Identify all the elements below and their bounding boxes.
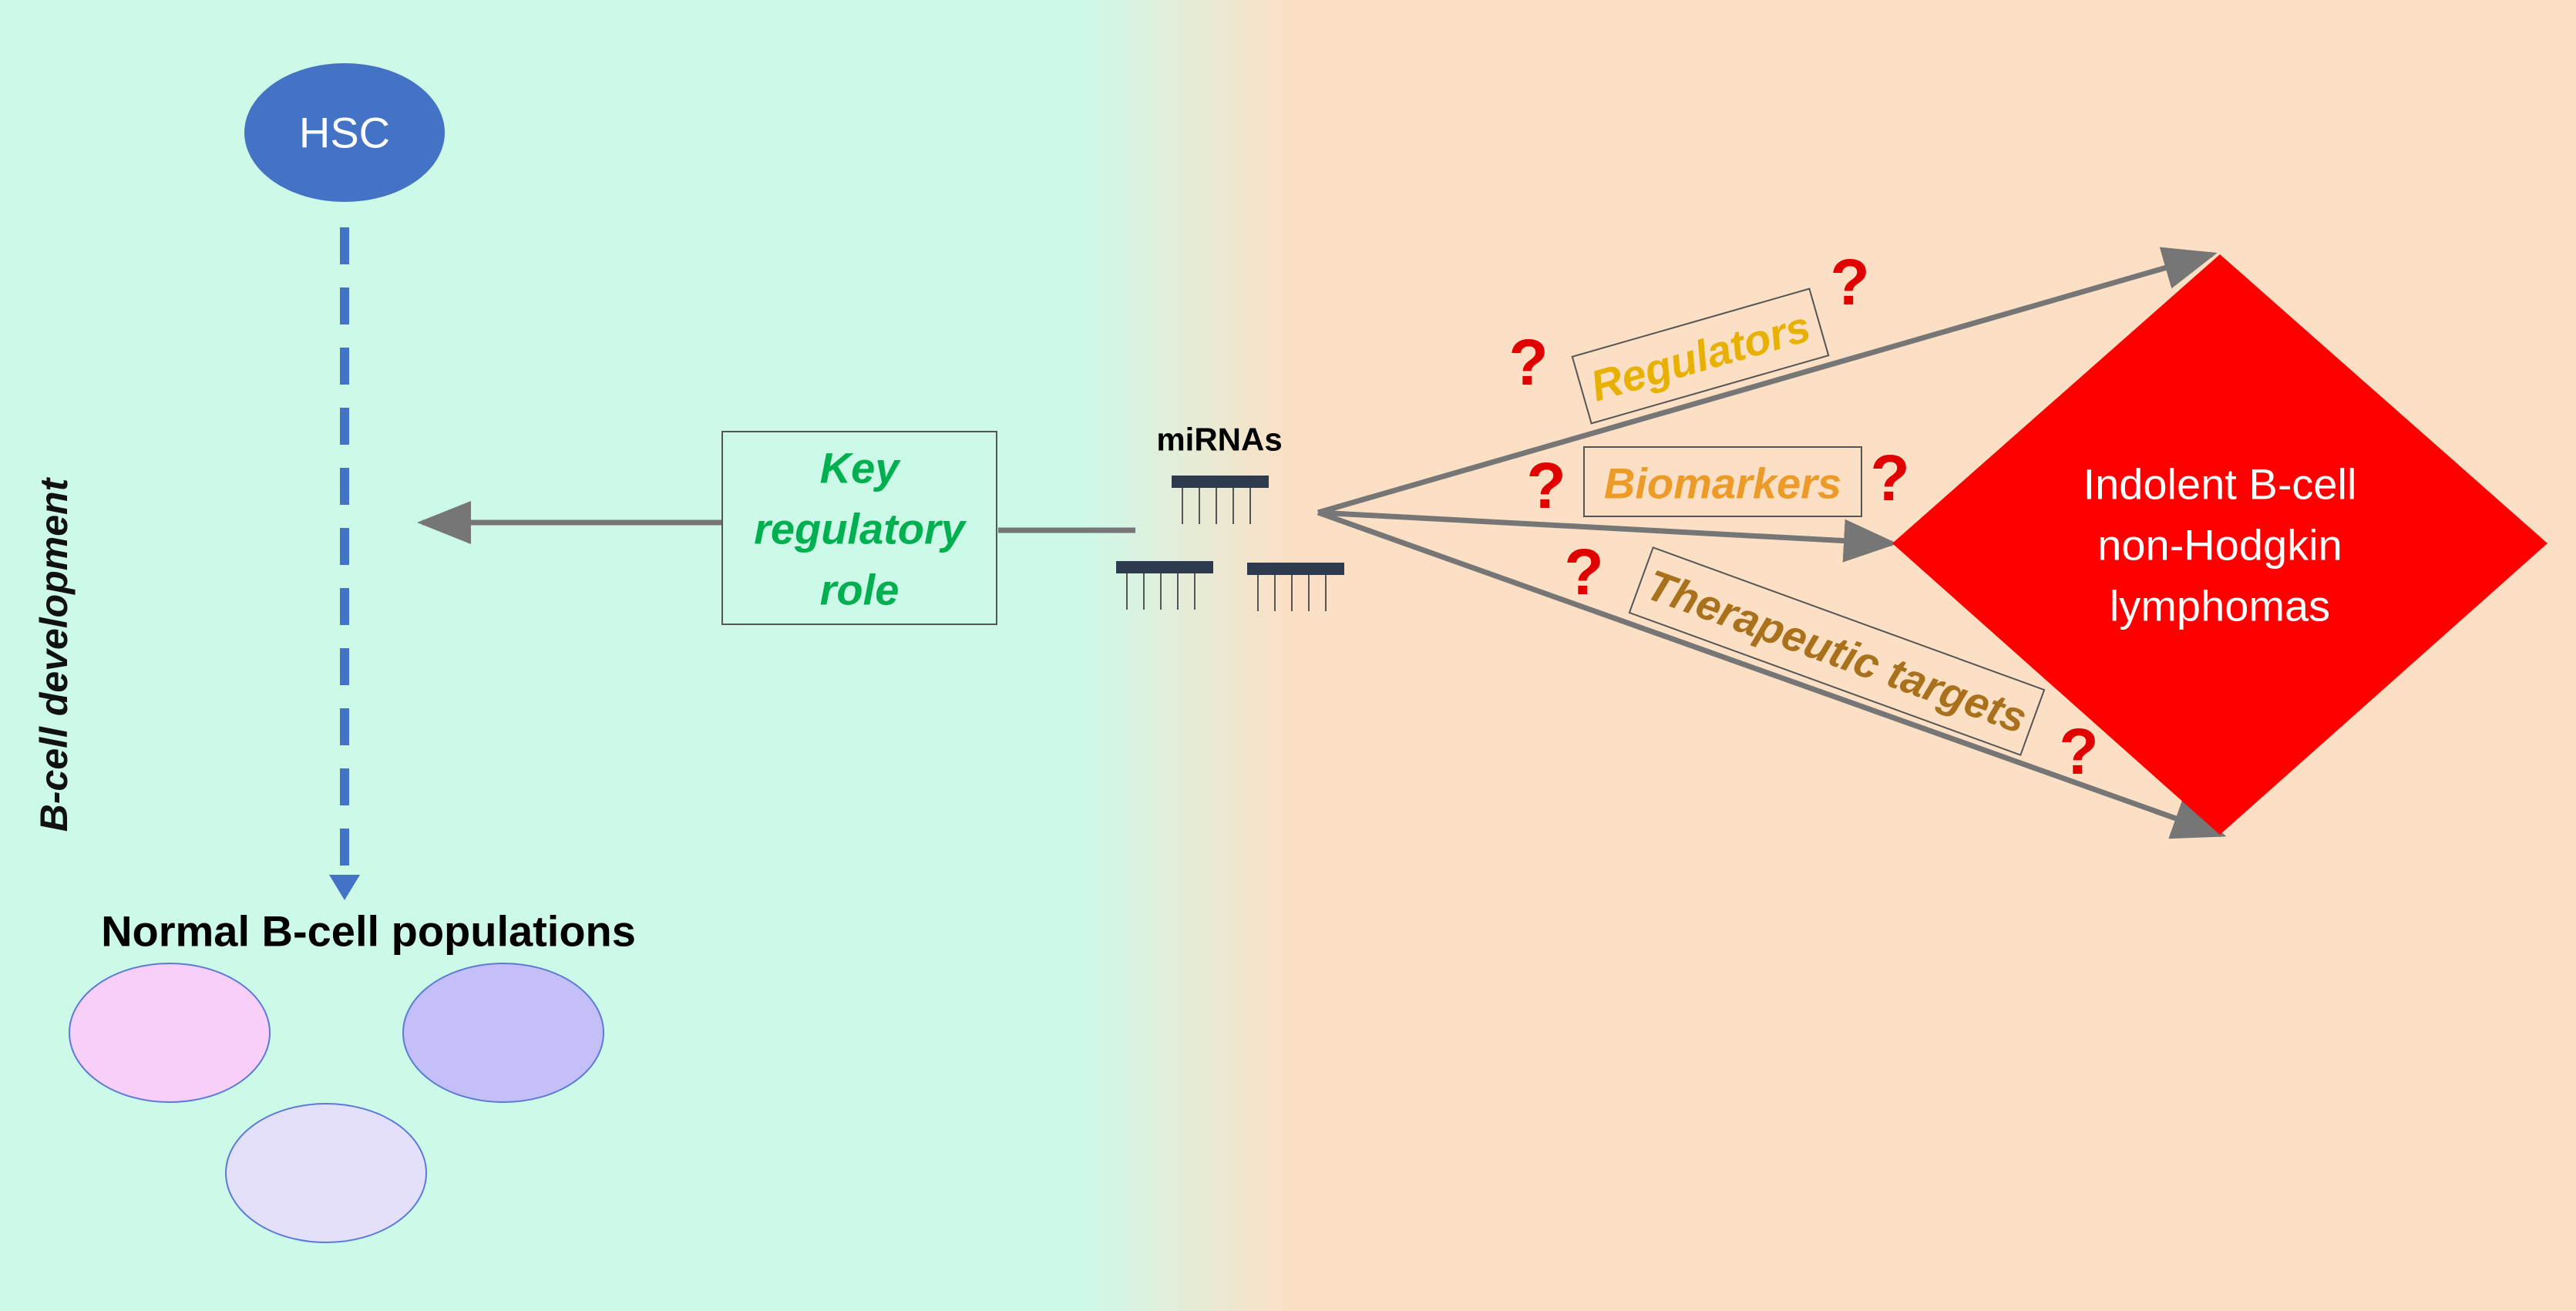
development-arrowhead xyxy=(329,875,360,900)
lymphoma-line-2: non-Hodgkin xyxy=(2097,521,2342,570)
mirna-icon-top xyxy=(1172,476,1269,524)
mirna-icon-left xyxy=(1116,561,1213,610)
b-cell-lavender xyxy=(225,1103,427,1243)
arrow-therapeutic xyxy=(1317,509,2227,839)
lymphoma-line-3: lymphomas xyxy=(2110,582,2330,630)
b-cell-purple xyxy=(402,963,604,1103)
key-role-line-3: role xyxy=(820,566,900,614)
question-mark-1: ? xyxy=(1508,326,1548,398)
hsc-label: HSC xyxy=(299,109,390,157)
b-cell-development-label: B-cell development xyxy=(32,476,76,832)
question-mark-3: ? xyxy=(1526,449,1565,522)
normal-populations-label: Normal B-cell populations xyxy=(101,907,636,956)
arrow-regulators xyxy=(1317,247,2218,516)
key-role-box xyxy=(721,431,997,625)
mirna-icon-right xyxy=(1247,563,1344,611)
lymphoma-line-1: Indolent B-cell xyxy=(2083,460,2357,509)
biomarkers-label: Biomarkers xyxy=(1604,459,1841,508)
hsc-node xyxy=(244,63,445,202)
key-role-line-2: regulatory xyxy=(754,505,967,553)
key-role-line-1: Key xyxy=(820,444,902,492)
lymphoma-diamond xyxy=(1892,254,2547,835)
question-mark-4: ? xyxy=(1870,442,1909,514)
biomarkers-box xyxy=(1583,446,1862,517)
question-mark-5: ? xyxy=(1564,536,1603,608)
mirnas-label: miRNAs xyxy=(1156,422,1282,458)
b-cell-pink xyxy=(69,963,271,1103)
question-mark-6: ? xyxy=(2059,715,2098,788)
question-mark-2: ? xyxy=(1830,246,1869,318)
arrow-biomarkers xyxy=(1317,509,1898,563)
